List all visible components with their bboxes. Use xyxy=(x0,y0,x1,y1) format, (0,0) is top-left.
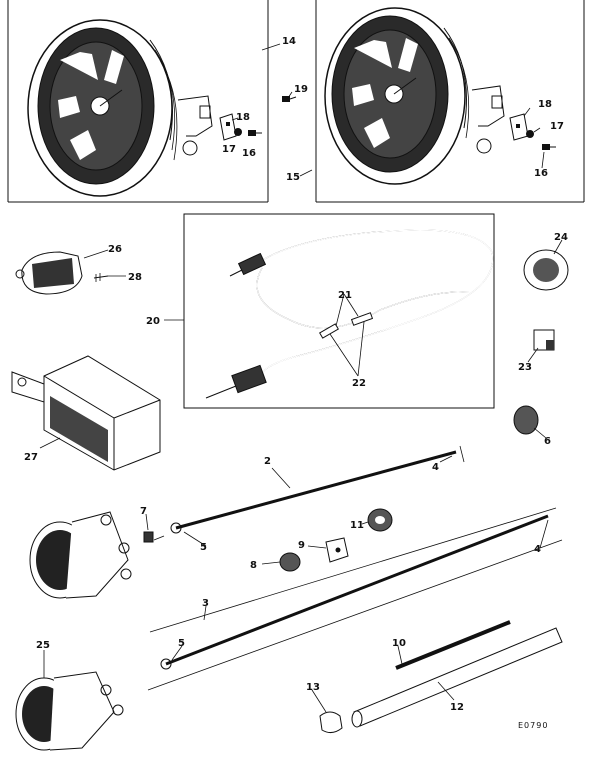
speedometer-right xyxy=(324,7,505,185)
speedometer-left xyxy=(27,19,213,197)
screw-19 xyxy=(282,96,297,102)
callout-2: 2 xyxy=(264,456,271,467)
rod-2 xyxy=(153,445,465,541)
washer-7 xyxy=(143,531,154,543)
leader-lines xyxy=(39,43,563,713)
callout-15: 15 xyxy=(286,172,300,183)
callout-7: 7 xyxy=(140,506,147,517)
nut-6 xyxy=(513,405,539,435)
control-box-27 xyxy=(11,355,161,471)
screw-16-left xyxy=(248,130,262,136)
cable-box-frame xyxy=(183,213,495,409)
callout-5-upper: 5 xyxy=(200,542,207,553)
bracket-18-right xyxy=(509,113,529,141)
callout-16-right: 16 xyxy=(534,168,548,179)
callout-24: 24 xyxy=(554,232,568,243)
callout-23: 23 xyxy=(518,362,532,373)
bracket-9 xyxy=(325,537,349,563)
callout-12: 12 xyxy=(450,702,464,713)
reference-code: E0790 xyxy=(518,721,548,730)
grommet-24 xyxy=(523,249,569,291)
gauge-25 xyxy=(15,671,124,751)
rod-10 xyxy=(395,620,511,670)
callout-17-left: 17 xyxy=(222,144,236,155)
top-panel-frame xyxy=(7,0,585,203)
nut-17-right xyxy=(526,130,534,138)
callout-22: 22 xyxy=(352,378,366,389)
callout-9: 9 xyxy=(298,540,305,551)
callout-28: 28 xyxy=(128,272,142,283)
speedometer-cable xyxy=(205,229,494,399)
gauge-upper xyxy=(29,511,132,599)
screw-16-right xyxy=(542,144,556,150)
callout-13: 13 xyxy=(306,682,320,693)
callout-16-left: 16 xyxy=(242,148,256,159)
callout-17-right: 17 xyxy=(550,121,564,132)
tube-12 xyxy=(351,627,563,728)
callout-6: 6 xyxy=(544,436,551,447)
callout-18-left: 18 xyxy=(236,112,250,123)
callout-20: 20 xyxy=(146,316,160,327)
callout-4-lower: 4 xyxy=(534,544,541,555)
callout-14: 14 xyxy=(282,36,296,47)
callout-11: 11 xyxy=(350,520,364,531)
callout-18-right: 18 xyxy=(538,99,552,110)
screw-28 xyxy=(93,273,109,282)
clip-13 xyxy=(319,711,343,734)
callout-21: 21 xyxy=(338,290,352,301)
callout-19: 19 xyxy=(294,84,308,95)
bracket-18-left xyxy=(219,113,237,141)
callout-3: 3 xyxy=(202,598,209,609)
callout-25: 25 xyxy=(36,640,50,651)
grommet-11 xyxy=(367,508,393,532)
warning-lamp-26 xyxy=(15,251,83,295)
callout-27: 27 xyxy=(24,452,38,463)
callout-26: 26 xyxy=(108,244,122,255)
nut-17-left xyxy=(234,128,242,136)
clip-23 xyxy=(533,329,555,351)
callout-10: 10 xyxy=(392,638,406,649)
callout-5-lower: 5 xyxy=(178,638,185,649)
grommet-8 xyxy=(279,552,301,572)
callout-8: 8 xyxy=(250,560,257,571)
callout-4-upper: 4 xyxy=(432,462,439,473)
rod-3 xyxy=(147,507,563,691)
